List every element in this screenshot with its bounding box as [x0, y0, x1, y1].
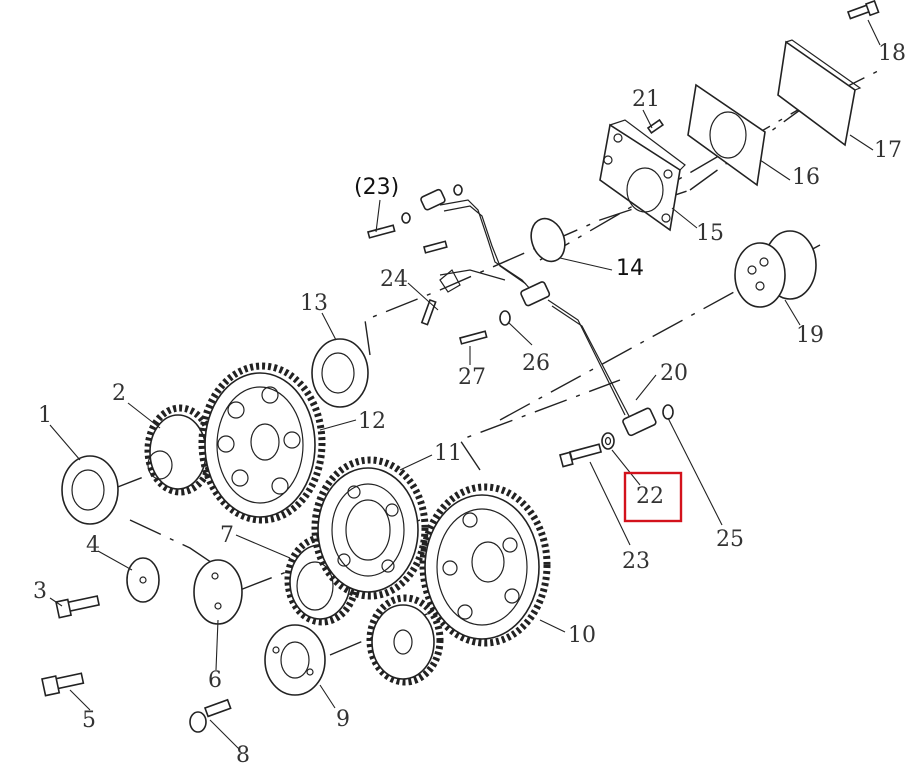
callout-14: 14: [616, 256, 644, 281]
callout-8: 8: [236, 743, 250, 768]
callout-23-ref: (23): [354, 175, 399, 200]
part-20-oil-pipe[interactable]: [420, 188, 657, 437]
callout-4: 4: [86, 533, 100, 558]
callout-13: 13: [300, 291, 328, 316]
pipe-hardware[interactable]: [367, 118, 665, 345]
callout-22: 22: [636, 484, 664, 509]
part-12-big-gear[interactable]: [198, 362, 326, 524]
callout-15: 15: [696, 221, 724, 246]
callout-5: 5: [82, 708, 96, 733]
part-9-thrust-plate[interactable]: [264, 624, 326, 696]
part-3-bolt[interactable]: [55, 595, 100, 619]
part-19-pulley[interactable]: [734, 230, 817, 308]
callout-12: 12: [358, 409, 386, 434]
part-18-bolt[interactable]: [846, 0, 880, 20]
callout-24: 24: [380, 267, 408, 292]
callout-25: 25: [716, 527, 744, 552]
callout-21: 21: [632, 87, 660, 112]
callout-labels: 1 2 3 4 5 6 7 8 9 10 11 12 13 14 15 16 1…: [33, 41, 906, 768]
part-25-washer[interactable]: [662, 404, 674, 420]
highlight-box-22: [623, 471, 683, 523]
callout-17: 17: [874, 138, 902, 163]
callout-18: 18: [878, 41, 906, 66]
leader-lines: [49, 19, 881, 751]
callout-2: 2: [112, 381, 126, 406]
part-13-bearing[interactable]: [311, 338, 369, 408]
callout-10: 10: [568, 623, 596, 648]
callout-1: 1: [38, 403, 52, 428]
part-11-gear[interactable]: [311, 456, 429, 600]
part-23-banjo-bolt[interactable]: [559, 443, 603, 468]
callout-26: 26: [522, 351, 550, 376]
part-6-plate[interactable]: [193, 559, 243, 625]
part-8-flange-bolt[interactable]: [189, 698, 232, 733]
callout-23: 23: [622, 549, 650, 574]
callout-27: 27: [458, 365, 486, 390]
part-2-hub-gear[interactable]: [144, 404, 216, 496]
part-10-large-gear[interactable]: [419, 483, 551, 647]
part-4-washer[interactable]: [126, 557, 160, 603]
part-17-cover[interactable]: [777, 39, 862, 147]
callout-16: 16: [792, 165, 820, 190]
part-small-front-gear[interactable]: [366, 594, 444, 686]
callout-11: 11: [434, 441, 462, 466]
part-14-o-ring[interactable]: [525, 214, 570, 266]
callout-19: 19: [796, 323, 824, 348]
callout-7: 7: [220, 523, 234, 548]
part-22-washer[interactable]: [601, 432, 615, 450]
callout-3: 3: [33, 579, 47, 604]
part-5-bolt[interactable]: [41, 672, 85, 697]
part-15-housing[interactable]: [599, 119, 686, 232]
callout-20: 20: [660, 361, 688, 386]
callout-6: 6: [208, 668, 222, 693]
part-16-gasket[interactable]: [687, 83, 766, 187]
part-1-bearing[interactable]: [61, 455, 119, 525]
callout-9: 9: [336, 707, 350, 732]
